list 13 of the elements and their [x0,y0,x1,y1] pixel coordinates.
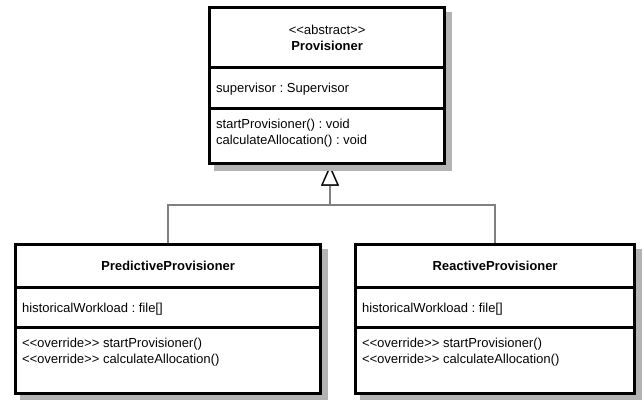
class-name: ReactiveProvisioner [432,258,558,274]
method: startProvisioner() : void [216,116,351,132]
attribute: historicalWorkload : file[] [362,300,504,316]
class-name: PredictiveProvisioner [101,258,235,274]
method: <<override>> startProvisioner() [22,335,203,351]
class-name: Provisioner [291,38,363,54]
method: calculateAllocation() : void [216,132,368,148]
method: <<override>> calculateAllocation() [362,351,560,367]
stereotype: <<abstract>> [288,22,366,38]
attribute: historicalWorkload : file[] [22,300,164,316]
method: <<override>> startProvisioner() [362,335,543,351]
method: <<override>> calculateAllocation() [22,351,220,367]
attribute: supervisor : Supervisor [216,80,350,96]
